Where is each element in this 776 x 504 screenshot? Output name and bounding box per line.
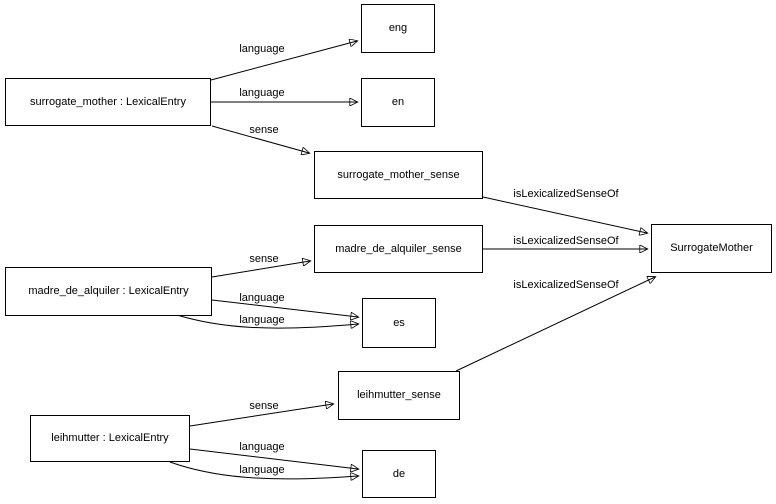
edge-label-leihmutter-sense: sense (249, 400, 279, 412)
edge-surrogate-mother-eng (210, 41, 357, 81)
edge-label-islexicalizedsenseof-2: isLexicalizedSenseOf (513, 235, 619, 247)
node-surrogatemother-class: SurrogateMother (651, 224, 772, 273)
edge-label-surrogate-mother-en: language (239, 87, 285, 99)
node-madre-de-alquiler: madre_de_alquiler : LexicalEntry (5, 267, 212, 316)
edge-label-madre-de-alquiler-es-2: language (239, 314, 285, 326)
edge-leihmutter-de-1 (189, 448, 358, 469)
edge-surrogate-mother-sense-surrogatemother (482, 196, 647, 233)
edge-label-madre-de-alquiler-es-1: language (239, 292, 285, 304)
edge-label-islexicalizedsenseof-3: isLexicalizedSenseOf (513, 279, 619, 291)
edge-leihmutter-sense-edge (189, 404, 333, 427)
node-surrogate-mother: surrogate_mother : LexicalEntry (5, 78, 211, 126)
node-madre-de-alquiler-sense: madre_de_alquiler_sense (314, 225, 483, 273)
edge-label-islexicalizedsenseof-1: isLexicalizedSenseOf (513, 188, 619, 200)
node-es: es (362, 298, 436, 348)
edge-label-surrogate-mother-sense: sense (249, 124, 279, 136)
node-eng: eng (361, 4, 435, 53)
edge-madre-de-alquiler-es-2 (176, 314, 358, 328)
node-de: de (362, 450, 436, 498)
edge-label-leihmutter-de-2: language (239, 464, 285, 476)
edge-label-leihmutter-de-1: language (239, 441, 285, 453)
edge-leihmutter-de-2 (169, 461, 358, 479)
node-en: en (361, 78, 435, 127)
edge-leihmutter-sense-surrogatemother (455, 277, 655, 372)
node-leihmutter: leihmutter : LexicalEntry (30, 415, 190, 462)
node-leihmutter-sense: leihmutter_sense (338, 371, 460, 420)
edge-label-madre-de-alquiler-sense: sense (249, 253, 279, 265)
edge-label-surrogate-mother-eng: language (239, 43, 285, 55)
edge-madre-de-alquiler-sense (211, 261, 310, 278)
node-surrogate-mother-sense: surrogate_mother_sense (314, 151, 483, 199)
edge-surrogate-mother-sense (211, 125, 309, 153)
edge-madre-de-alquiler-es-1 (211, 299, 358, 317)
